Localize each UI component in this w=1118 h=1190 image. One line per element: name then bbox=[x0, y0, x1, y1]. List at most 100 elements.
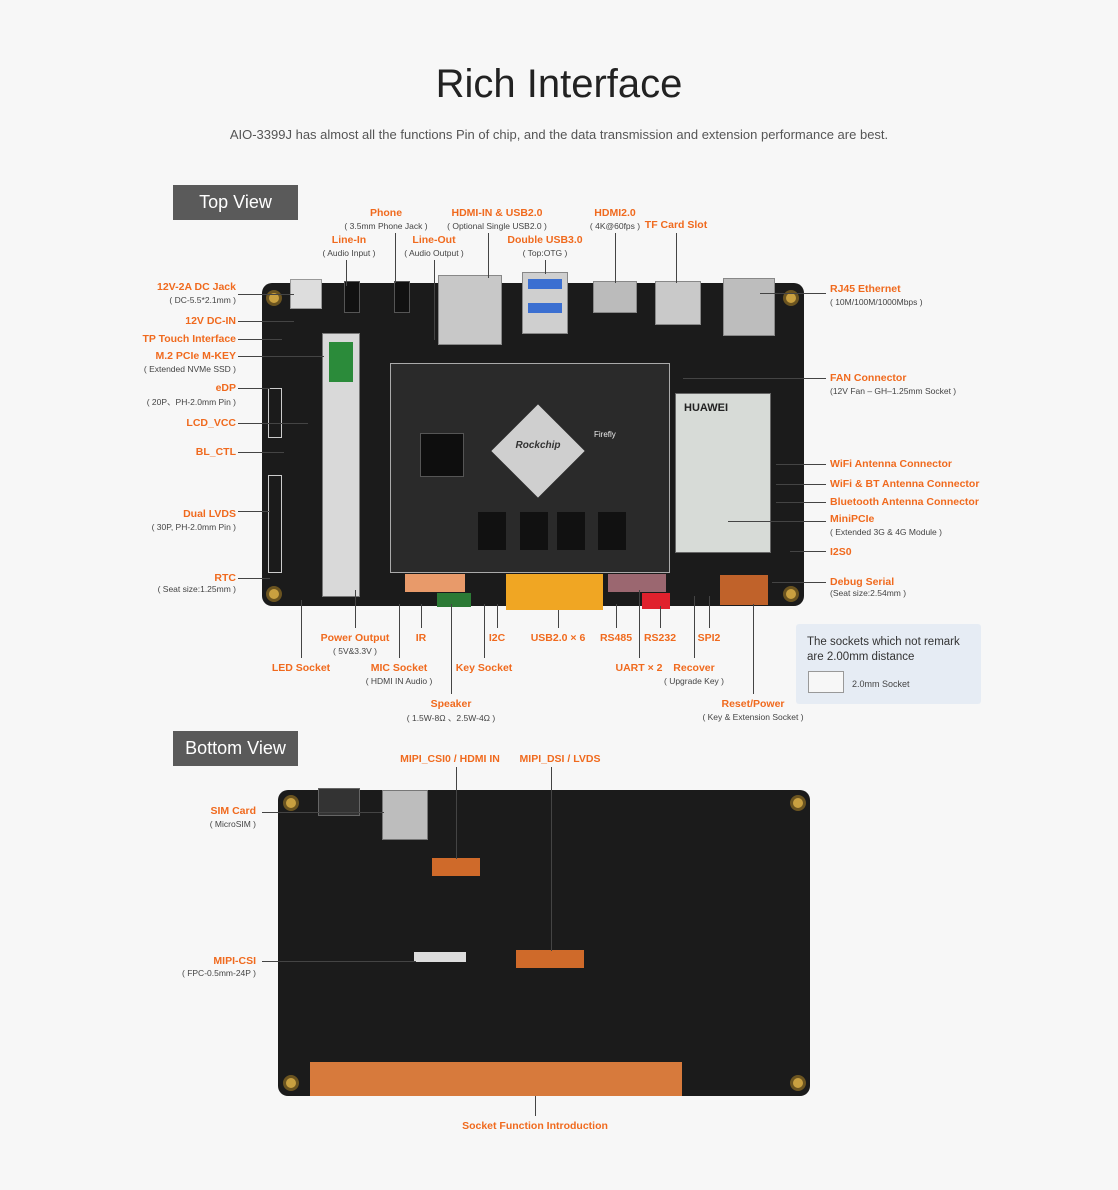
label-bt-ant: Bluetooth Antenna Connector bbox=[830, 496, 979, 508]
label-mic-socket: MIC Socket bbox=[370, 662, 428, 674]
leader-line bbox=[346, 260, 347, 286]
sub-minipcie: ( Extended 3G & 4G Module ) bbox=[830, 527, 942, 537]
leader-line bbox=[776, 502, 826, 503]
label-fan: FAN Connector bbox=[830, 372, 907, 384]
socket-function-strip bbox=[310, 1062, 682, 1096]
label-mipi-dsi: MIPI_DSI / LVDS bbox=[519, 753, 601, 765]
rs232-header bbox=[642, 593, 670, 609]
leader-line bbox=[776, 484, 826, 485]
ram-chip bbox=[520, 512, 548, 550]
mount-hole bbox=[790, 795, 806, 811]
label-ir: IR bbox=[415, 632, 427, 644]
m2-ssd-component bbox=[322, 333, 360, 597]
sub-sim: ( MicroSIM ) bbox=[209, 819, 256, 829]
label-hdmi-in-usb: HDMI-IN & USB2.0 bbox=[451, 207, 543, 219]
leader-line bbox=[484, 604, 485, 658]
mount-hole bbox=[283, 795, 299, 811]
leader-line bbox=[238, 578, 270, 579]
mount-hole bbox=[790, 1075, 806, 1091]
huawei-logo: HUAWEI bbox=[684, 402, 728, 414]
leader-line bbox=[238, 423, 308, 424]
leader-line bbox=[639, 590, 640, 658]
label-rtc: RTC bbox=[214, 572, 236, 584]
page-subtitle: AIO-3399J has almost all the functions P… bbox=[229, 127, 889, 142]
uart-headers bbox=[608, 574, 666, 592]
rj45-component bbox=[723, 278, 775, 336]
sub-line-in: ( Audio Input ) bbox=[322, 248, 376, 258]
leader-line bbox=[760, 293, 826, 294]
mount-hole bbox=[783, 290, 799, 306]
leader-line bbox=[262, 812, 384, 813]
ram-chip bbox=[598, 512, 626, 550]
label-recover: Recover bbox=[673, 662, 715, 674]
tf-card-component bbox=[655, 281, 701, 325]
sub-rtc: ( Seat size:1.25mm ) bbox=[157, 584, 236, 594]
sub-fan: (12V Fan – GH–1.25mm Socket ) bbox=[830, 386, 957, 396]
label-m2: M.2 PCIe M-KEY bbox=[155, 350, 236, 362]
note-line-1: The sockets which not remark bbox=[807, 636, 960, 648]
note-socket-label: 2.0mm Socket bbox=[852, 679, 910, 689]
label-mipi-csi: MIPI-CSI bbox=[213, 955, 256, 967]
leader-line bbox=[616, 604, 617, 628]
bottom-view-tab[interactable]: Bottom View bbox=[173, 731, 298, 766]
hdmi-out-component bbox=[593, 281, 637, 313]
sub-dc-jack: ( DC-5.5*2.1mm ) bbox=[169, 295, 236, 305]
label-double-usb3: Double USB3.0 bbox=[507, 234, 583, 246]
firefly-logo: Firefly bbox=[594, 430, 616, 439]
edp-connector bbox=[268, 388, 282, 438]
leader-line bbox=[660, 606, 661, 628]
sim-slot-component bbox=[382, 790, 428, 840]
leader-line bbox=[683, 378, 826, 379]
label-dc-in: 12V DC-IN bbox=[185, 315, 236, 327]
label-debug: Debug Serial bbox=[830, 576, 895, 588]
leader-line bbox=[238, 339, 282, 340]
label-sim: SIM Card bbox=[210, 805, 256, 817]
label-wifi-ant: WiFi Antenna Connector bbox=[830, 458, 953, 470]
leader-line bbox=[615, 233, 616, 283]
usb-headers bbox=[506, 574, 603, 610]
lineout-jack-component bbox=[394, 281, 410, 313]
leader-line bbox=[676, 233, 677, 283]
label-rs232: RS232 bbox=[643, 632, 677, 644]
label-bl-ctl: BL_CTL bbox=[195, 446, 236, 458]
sub-reset-power: ( Key & Extension Socket ) bbox=[702, 712, 804, 722]
leader-line bbox=[776, 464, 826, 465]
leader-line bbox=[558, 610, 559, 628]
mount-hole bbox=[783, 586, 799, 602]
label-phone: Phone bbox=[369, 207, 403, 219]
label-mipi-csi0: MIPI_CSI0 / HDMI IN bbox=[400, 753, 500, 765]
label-line-in: Line-In bbox=[331, 234, 367, 246]
bottom-board bbox=[278, 790, 810, 1096]
sub-mipi-csi: ( FPC-0.5mm-24P ) bbox=[182, 968, 256, 978]
sub-dual-lvds: ( 30P, PH-2.0mm Pin ) bbox=[151, 522, 236, 532]
minipcie-module: HUAWEI bbox=[675, 393, 771, 553]
leader-line bbox=[451, 604, 452, 694]
leader-line bbox=[728, 521, 826, 522]
leader-line bbox=[497, 604, 498, 628]
label-tf-card: TF Card Slot bbox=[644, 219, 708, 231]
label-line-out: Line-Out bbox=[412, 234, 456, 246]
leader-line bbox=[456, 767, 457, 859]
label-lcd-vcc: LCD_VCC bbox=[186, 417, 236, 429]
top-view-tab[interactable]: Top View bbox=[173, 185, 298, 220]
chip bbox=[420, 433, 464, 477]
label-power-out: Power Output bbox=[320, 632, 390, 644]
sub-hdmi2: ( 4K@60fps ) bbox=[589, 221, 641, 231]
leader-line bbox=[238, 356, 324, 357]
leader-line bbox=[355, 590, 356, 628]
reset-power-header bbox=[720, 575, 768, 605]
mipi-csi0-connector bbox=[432, 858, 480, 876]
label-wifi-bt-ant: WiFi & BT Antenna Connector bbox=[830, 478, 980, 490]
sub-debug: (Seat size:2.54mm ) bbox=[830, 588, 907, 598]
label-edp: eDP bbox=[215, 382, 236, 394]
rj45-underside bbox=[318, 788, 360, 816]
leader-line bbox=[238, 388, 270, 389]
leader-line bbox=[238, 321, 294, 322]
rockchip-logo: Rockchip bbox=[515, 440, 561, 451]
power-output-connector bbox=[405, 574, 465, 592]
hdmi-in-usb-component bbox=[438, 275, 502, 345]
mount-hole bbox=[283, 1075, 299, 1091]
leader-line bbox=[709, 596, 710, 628]
leader-line bbox=[262, 961, 416, 962]
sub-m2: ( Extended NVMe SSD ) bbox=[143, 364, 236, 374]
